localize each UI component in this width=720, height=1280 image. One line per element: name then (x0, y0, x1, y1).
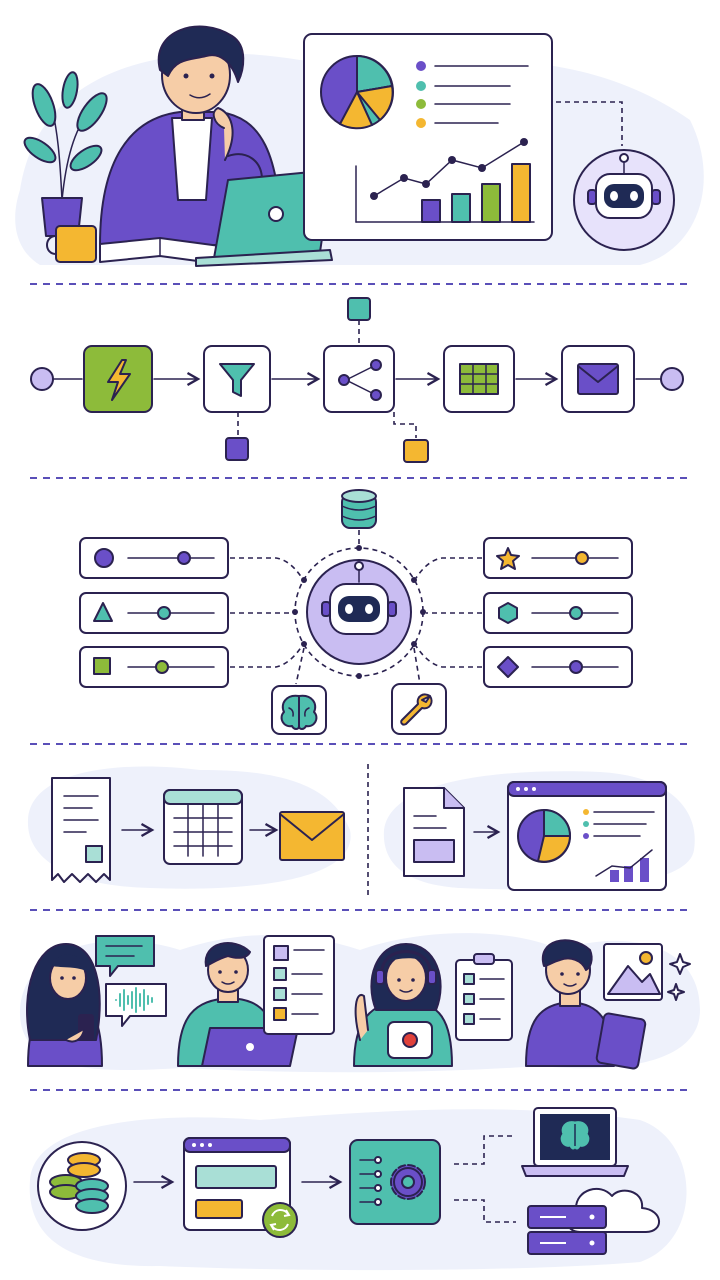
ai-laptop-icon (521, 1107, 629, 1177)
coins-icon (37, 1141, 127, 1231)
laptop-icon (195, 169, 333, 267)
document-flows-section (27, 764, 695, 896)
sync-icon (262, 1202, 298, 1238)
star-icon (496, 547, 520, 570)
trigger-step (83, 345, 153, 413)
workflow-section (30, 297, 684, 463)
tablet-designer (525, 939, 691, 1070)
robot-badge (573, 149, 675, 251)
spreadsheet-icon (163, 789, 243, 865)
analytics-dashboard-card (303, 33, 553, 241)
branch-top-node (347, 297, 371, 321)
mail-icon (577, 363, 619, 395)
table-step (443, 345, 515, 413)
receipt-icon (51, 777, 111, 883)
app-window-icon (183, 1137, 298, 1238)
sparkle-icon (669, 953, 691, 975)
image-gallery-icon (603, 943, 663, 1001)
ai-hub-robot (292, 545, 426, 679)
lightning-icon (107, 359, 131, 401)
brain-icon (280, 694, 318, 730)
branch-step (323, 345, 395, 413)
bar-line-chart-icon (355, 138, 535, 223)
email-step (561, 345, 635, 413)
workflow-start-node (30, 367, 54, 391)
pie-chart-icon (320, 55, 394, 130)
headset-icon (380, 950, 432, 975)
cloud-server-icon (527, 1187, 660, 1255)
gear-module-icon (349, 1139, 441, 1225)
voice-message-icon (105, 983, 167, 1027)
left-setting-sliders (79, 537, 229, 688)
ai-hub-section (79, 489, 633, 735)
diamond-icon (497, 656, 519, 678)
tablet-icon (595, 1012, 647, 1070)
laptop-user (177, 935, 335, 1067)
task-checklist-icon (455, 953, 513, 1041)
plant-icon (23, 71, 108, 237)
legend-list (416, 61, 529, 128)
branch-bottom-node (403, 439, 429, 463)
phone-user (26, 935, 167, 1067)
square-icon (93, 657, 111, 675)
profile-checklist-card (263, 935, 335, 1035)
people-section (19, 933, 701, 1073)
envelope-icon (279, 811, 345, 861)
person-thinking (99, 25, 283, 246)
circle-icon (94, 548, 114, 568)
triangle-icon (93, 602, 113, 622)
wrench-icon (400, 693, 433, 726)
filter-output-node (225, 437, 249, 461)
document-icon (403, 787, 465, 877)
data-pipeline-section (29, 1107, 687, 1271)
workflow-end-node (660, 367, 684, 391)
coffee-mug-icon (46, 225, 97, 263)
share-icon (338, 359, 382, 401)
record-bubble-icon (387, 1021, 433, 1059)
headset-agent (353, 943, 513, 1067)
filter-icon (219, 363, 255, 397)
wrench-tool (391, 683, 447, 735)
table-icon (459, 363, 499, 395)
brain-icon (560, 1121, 590, 1150)
hero-section (15, 25, 704, 267)
gear-icon (390, 1164, 426, 1200)
filter-step (203, 345, 271, 413)
hexagon-icon (498, 602, 518, 624)
brain-tool (271, 685, 327, 735)
dashboard-window-icon (507, 781, 667, 891)
chat-bubble-icon (95, 935, 155, 977)
right-setting-sliders (483, 537, 633, 688)
database-icon (341, 489, 377, 529)
